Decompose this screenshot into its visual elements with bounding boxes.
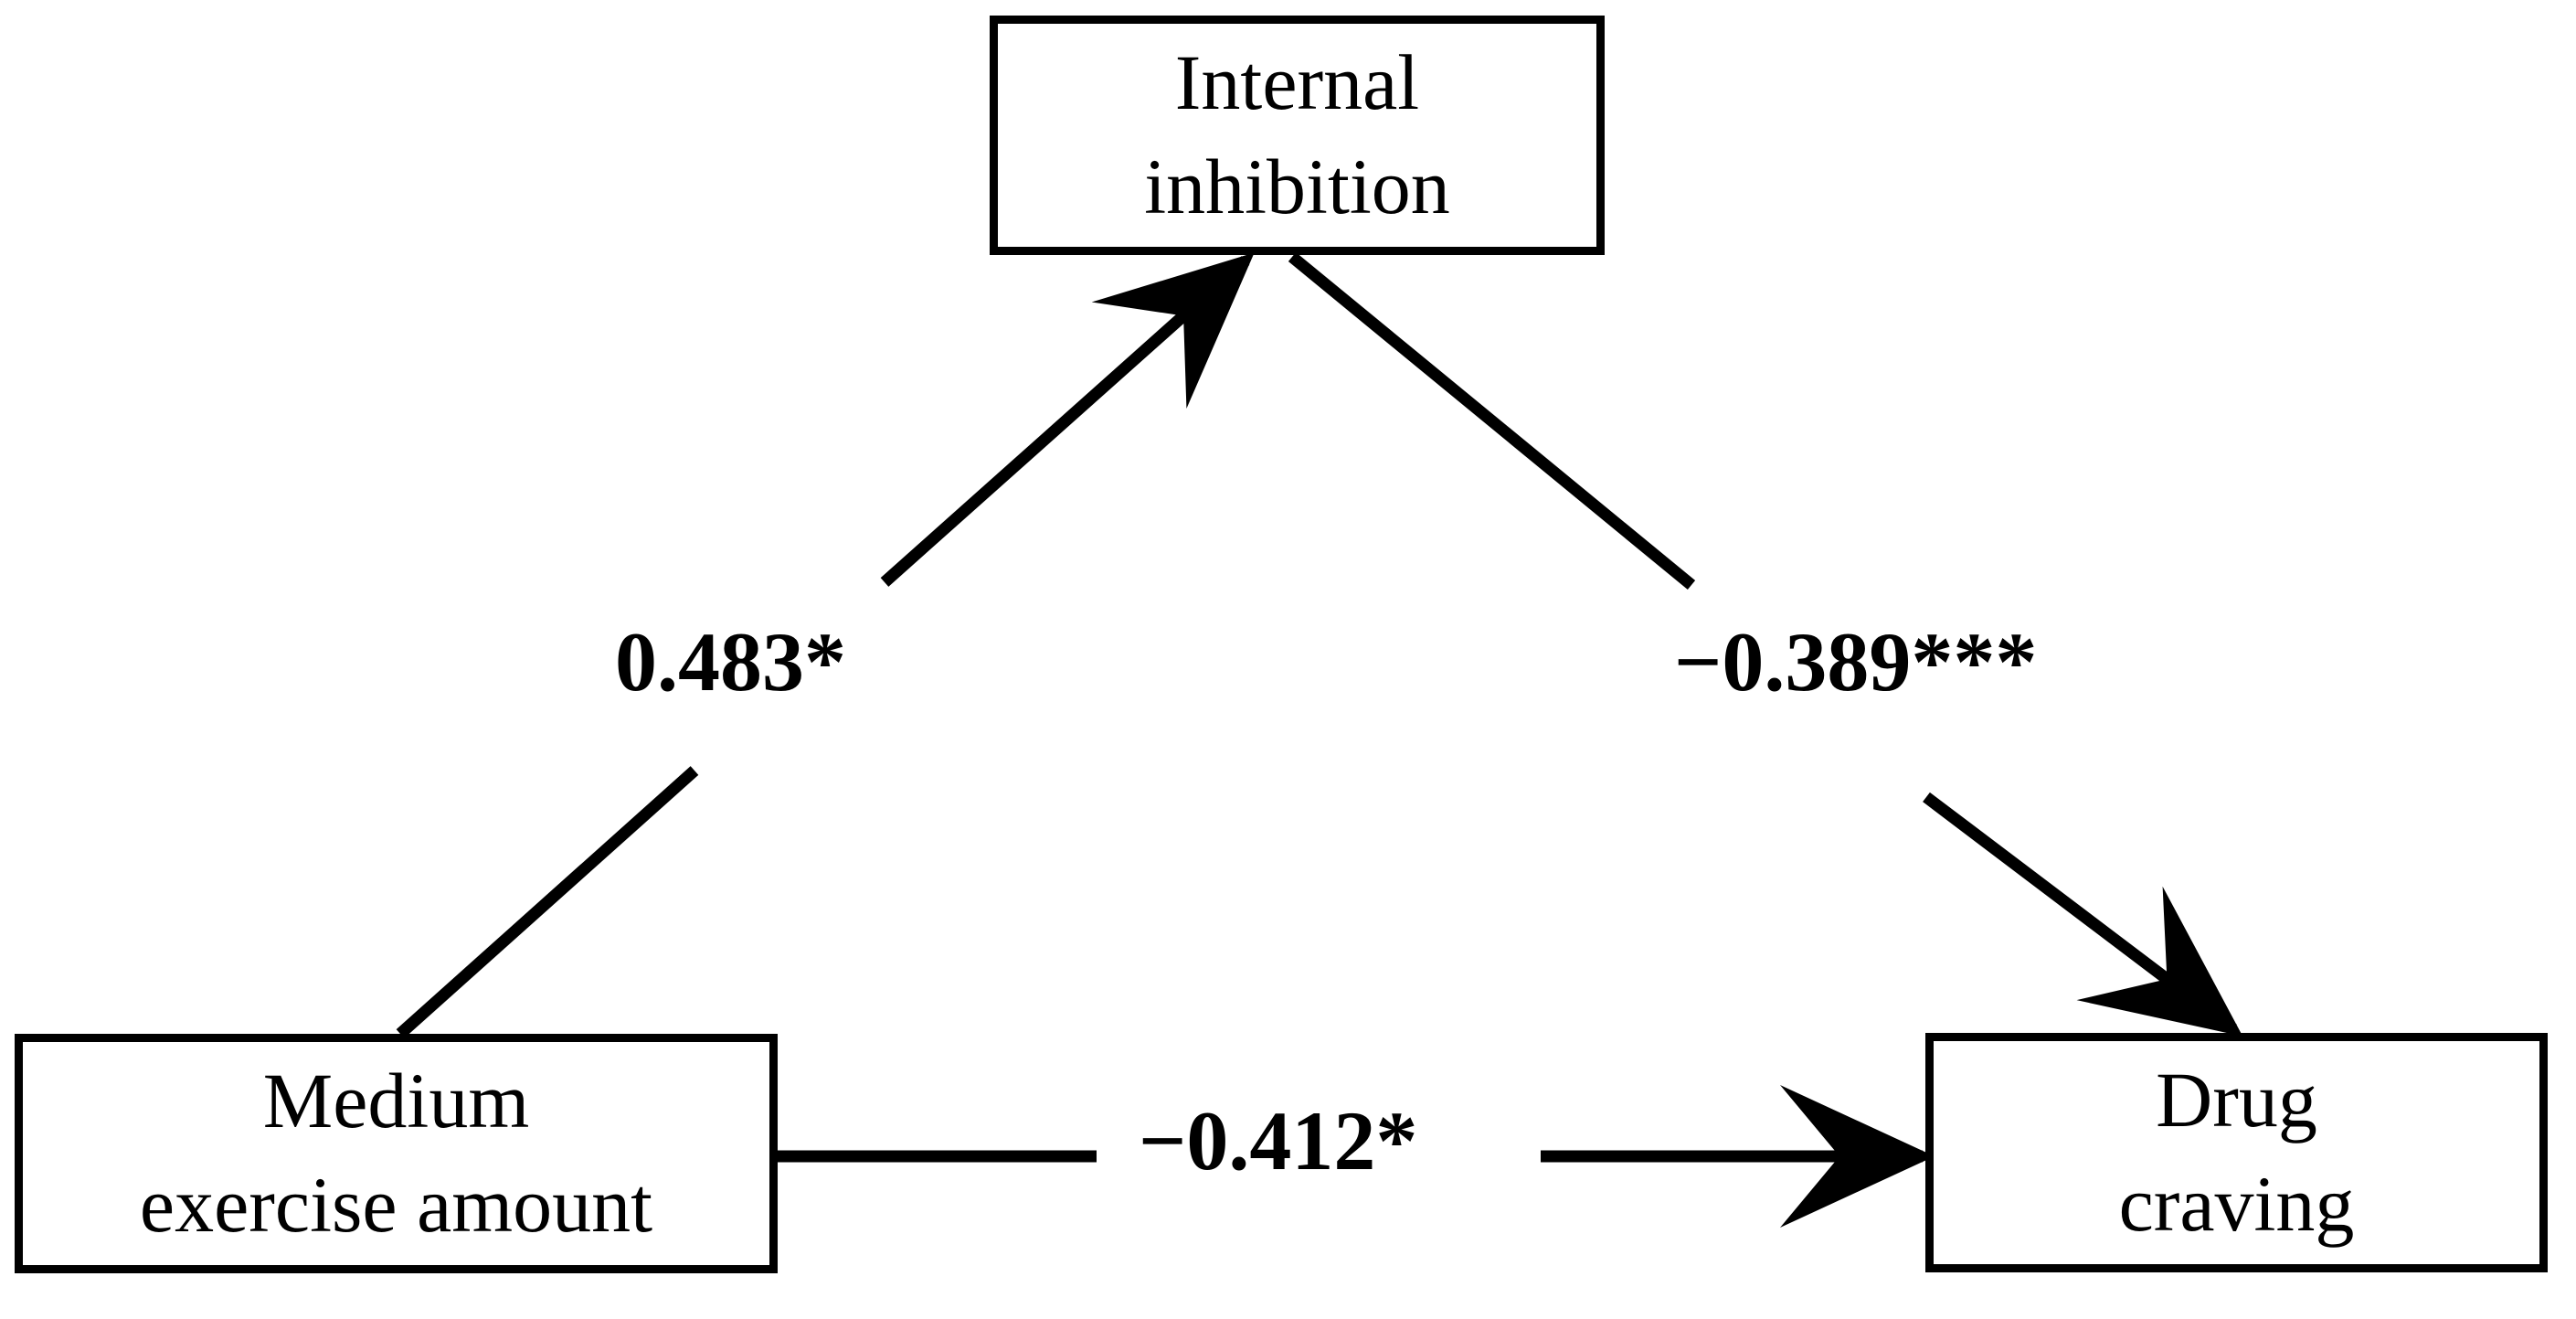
node-medium-exercise-amount-line-2: exercise amount [139,1161,653,1249]
node-internal-inhibition-line-1: Internal [1174,38,1420,127]
edge-a-path-upper-segment [880,252,1255,587]
node-internal-inhibition[interactable]: Internal inhibition [990,16,1605,255]
node-medium-exercise-amount-line-1: Medium [262,1057,530,1145]
node-internal-inhibition-line-2: inhibition [1144,143,1450,230]
edge-label-c-path: −0.412* [1126,1093,1431,1188]
edge-b-path-upper-segment [1288,251,1696,590]
edge-label-b-path: −0.389*** [1661,614,2051,709]
edge-b-path-lower-segment [1923,792,2243,1037]
node-drug-craving-line-1: Drug [2156,1056,2317,1144]
node-drug-craving[interactable]: Drug craving [1925,1033,2548,1272]
node-drug-craving-line-2: craving [2118,1160,2355,1248]
node-medium-exercise-amount[interactable]: Medium exercise amount [15,1034,778,1273]
edge-label-a-path: 0.483* [602,614,859,709]
edge-a-path-lower-segment [396,766,699,1038]
